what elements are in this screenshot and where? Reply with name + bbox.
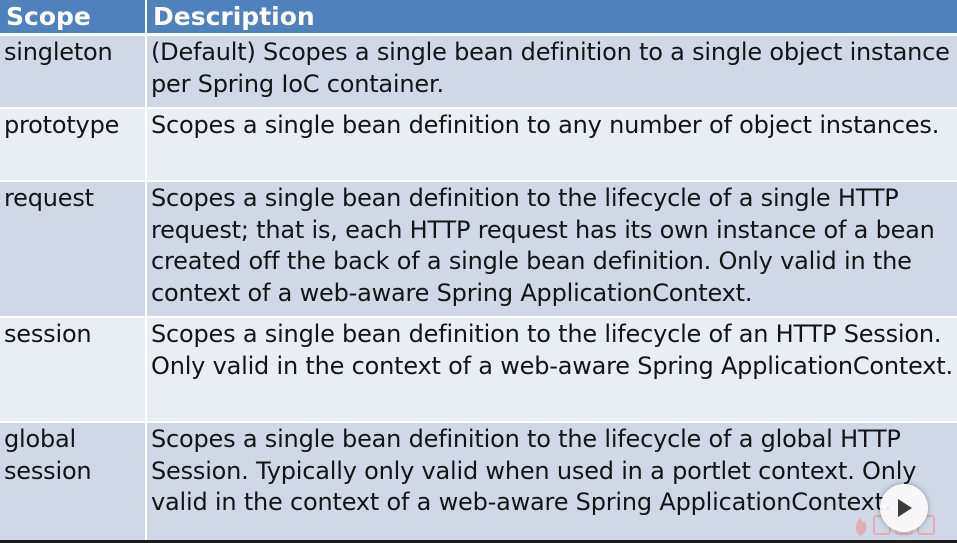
description-cell: (Default) Scopes a single bean definitio… xyxy=(146,34,957,109)
scope-cell: request xyxy=(0,181,147,318)
scope-cell: prototype xyxy=(0,108,147,182)
scope-cell: singleton xyxy=(0,34,147,109)
table-row: session Scopes a single bean definition … xyxy=(0,317,957,423)
description-cell: Scopes a single bean definition to the l… xyxy=(146,181,957,318)
play-button[interactable] xyxy=(880,484,928,532)
play-icon xyxy=(898,499,912,517)
description-cell: Scopes a single bean definition to the l… xyxy=(146,317,957,423)
description-cell: Scopes a single bean definition to any n… xyxy=(146,108,957,182)
table-row: prototype Scopes a single bean definitio… xyxy=(0,108,957,182)
table-row: singleton (Default) Scopes a single bean… xyxy=(0,34,957,109)
scope-cell: session xyxy=(0,317,147,423)
description-cell: Scopes a single bean definition to the l… xyxy=(146,422,957,540)
table-header-row: Scope Description xyxy=(0,0,957,36)
column-header-description: Description xyxy=(146,0,957,36)
video-bottom-bar xyxy=(0,540,957,543)
table-row: request Scopes a single bean definition … xyxy=(0,181,957,318)
scope-cell: global session xyxy=(0,422,147,540)
table-row: global session Scopes a single bean defi… xyxy=(0,422,957,540)
column-header-scope: Scope xyxy=(0,0,147,36)
